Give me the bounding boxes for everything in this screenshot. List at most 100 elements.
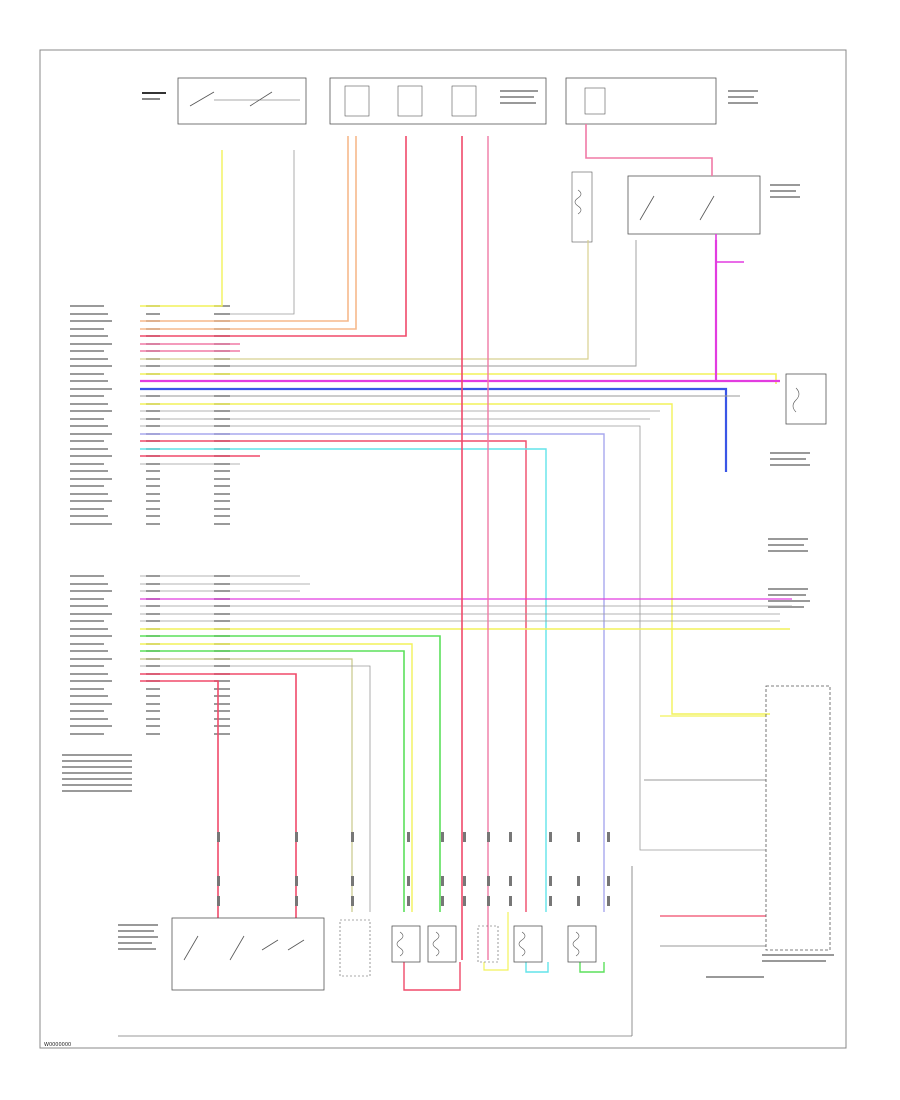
label-placeholder [146, 710, 160, 712]
label-placeholder [70, 470, 108, 472]
fused-feed-wire [140, 136, 407, 337]
label-placeholder [70, 688, 104, 690]
label-placeholder [70, 478, 112, 480]
label-placeholder [70, 620, 104, 622]
wire-color-code [295, 832, 298, 842]
label-placeholder [70, 673, 108, 675]
wire-color-code [407, 896, 410, 906]
range-sensor-wire [140, 658, 353, 912]
label-placeholder [70, 695, 108, 697]
label-placeholder [70, 403, 108, 405]
label-placeholder [214, 470, 230, 472]
label-placeholder [146, 478, 160, 480]
solenoid-wire [140, 433, 605, 912]
label-placeholder [70, 358, 108, 360]
wire-color-code [607, 832, 610, 842]
wire-color-code [549, 896, 552, 906]
label-placeholder [62, 772, 132, 774]
input-speed-sensor-label [768, 588, 810, 608]
label-placeholder [146, 733, 160, 735]
wire-color-code [407, 832, 410, 842]
label-placeholder [70, 628, 108, 630]
label-placeholder [214, 680, 230, 682]
label-placeholder [70, 733, 104, 735]
label-placeholder [214, 515, 230, 517]
wire-color-code [351, 896, 354, 906]
label-placeholder [146, 718, 160, 720]
wire-color-code [295, 876, 298, 886]
label-placeholder [214, 313, 230, 315]
fuse-block-center [329, 77, 547, 125]
wire-color-code [217, 876, 220, 886]
wire-color-code [407, 876, 410, 886]
label-placeholder [214, 703, 230, 705]
ignition-feed-wire [140, 150, 223, 307]
ground-wire [140, 240, 637, 367]
label-placeholder [214, 523, 230, 525]
battery-feed-wire [140, 136, 349, 322]
pcm-connector-labels [62, 305, 230, 792]
label-placeholder [70, 725, 112, 727]
relay-coil [571, 171, 593, 243]
brake-relay-wire [140, 240, 589, 360]
tft-signal-wire [140, 403, 770, 715]
wire-color-code [463, 832, 466, 842]
brake-feed-wire [585, 124, 713, 176]
label-placeholder [70, 388, 112, 390]
label-placeholder [70, 493, 108, 495]
label-placeholder [70, 605, 108, 607]
pressure-control-solenoid [513, 925, 543, 963]
label-placeholder [70, 583, 108, 585]
label-placeholder [70, 658, 112, 660]
label-placeholder [146, 688, 160, 690]
label-placeholder [62, 784, 132, 786]
label-placeholder [70, 590, 112, 592]
tft-sensor-wire [579, 962, 605, 973]
label-placeholder [70, 485, 104, 487]
label-placeholder [70, 320, 112, 322]
fluid-temp-sensor [567, 925, 597, 963]
label-placeholder [146, 725, 160, 727]
label-placeholder [70, 448, 108, 450]
label-placeholder [214, 733, 230, 735]
wire-color-code [441, 876, 444, 886]
label-placeholder [214, 725, 230, 727]
wire-color-code [487, 896, 490, 906]
label-placeholder [214, 485, 230, 487]
label-placeholder [146, 515, 160, 517]
solenoid-b-wire [140, 635, 441, 912]
label-placeholder [70, 575, 104, 577]
shift-solenoid-a [391, 925, 421, 963]
label-placeholder [70, 703, 112, 705]
wire-color-code [509, 876, 512, 886]
label-placeholder [70, 500, 112, 502]
label-placeholder [214, 695, 230, 697]
label-placeholder [62, 766, 132, 768]
label-placeholder [70, 665, 104, 667]
label-placeholder [62, 754, 132, 756]
label-placeholder [146, 313, 160, 315]
label-placeholder [70, 463, 104, 465]
label-placeholder [70, 455, 112, 457]
label-placeholder [214, 493, 230, 495]
label-placeholder [70, 380, 108, 382]
label-placeholder [70, 523, 112, 525]
label-placeholder [70, 305, 104, 307]
wire-color-code [577, 876, 580, 886]
label-placeholder [70, 680, 112, 682]
range-sensor-connector [339, 919, 371, 977]
wire-color-code [351, 876, 354, 886]
solenoid-return-wire [403, 962, 461, 991]
wire-color-code [549, 832, 552, 842]
label-placeholder [70, 650, 108, 652]
label-placeholder [214, 500, 230, 502]
wire-color-code [295, 896, 298, 906]
transmission-internal-harness [706, 685, 834, 978]
label-placeholder [70, 410, 112, 412]
pc-solenoid-wire [525, 962, 549, 973]
label-placeholder [70, 343, 112, 345]
wire-color-code [463, 876, 466, 886]
tcc-wire [483, 912, 509, 971]
underhood-fuse-block [565, 77, 758, 125]
label-placeholder [70, 418, 104, 420]
